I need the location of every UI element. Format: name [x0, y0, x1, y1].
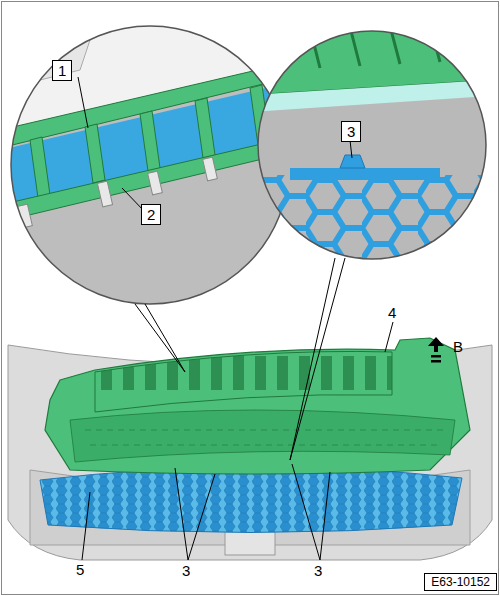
- callout-number: 3: [341, 121, 361, 142]
- callout-number: 5: [76, 561, 84, 578]
- callout-number: 3: [182, 562, 190, 579]
- callout-number: 4: [388, 304, 396, 321]
- figure-code: E63-10152: [424, 573, 497, 591]
- callout-number: 3: [314, 562, 322, 579]
- callout-number: 1: [52, 60, 72, 81]
- callout-number: 2: [141, 204, 161, 225]
- direction-letter: B: [453, 338, 463, 355]
